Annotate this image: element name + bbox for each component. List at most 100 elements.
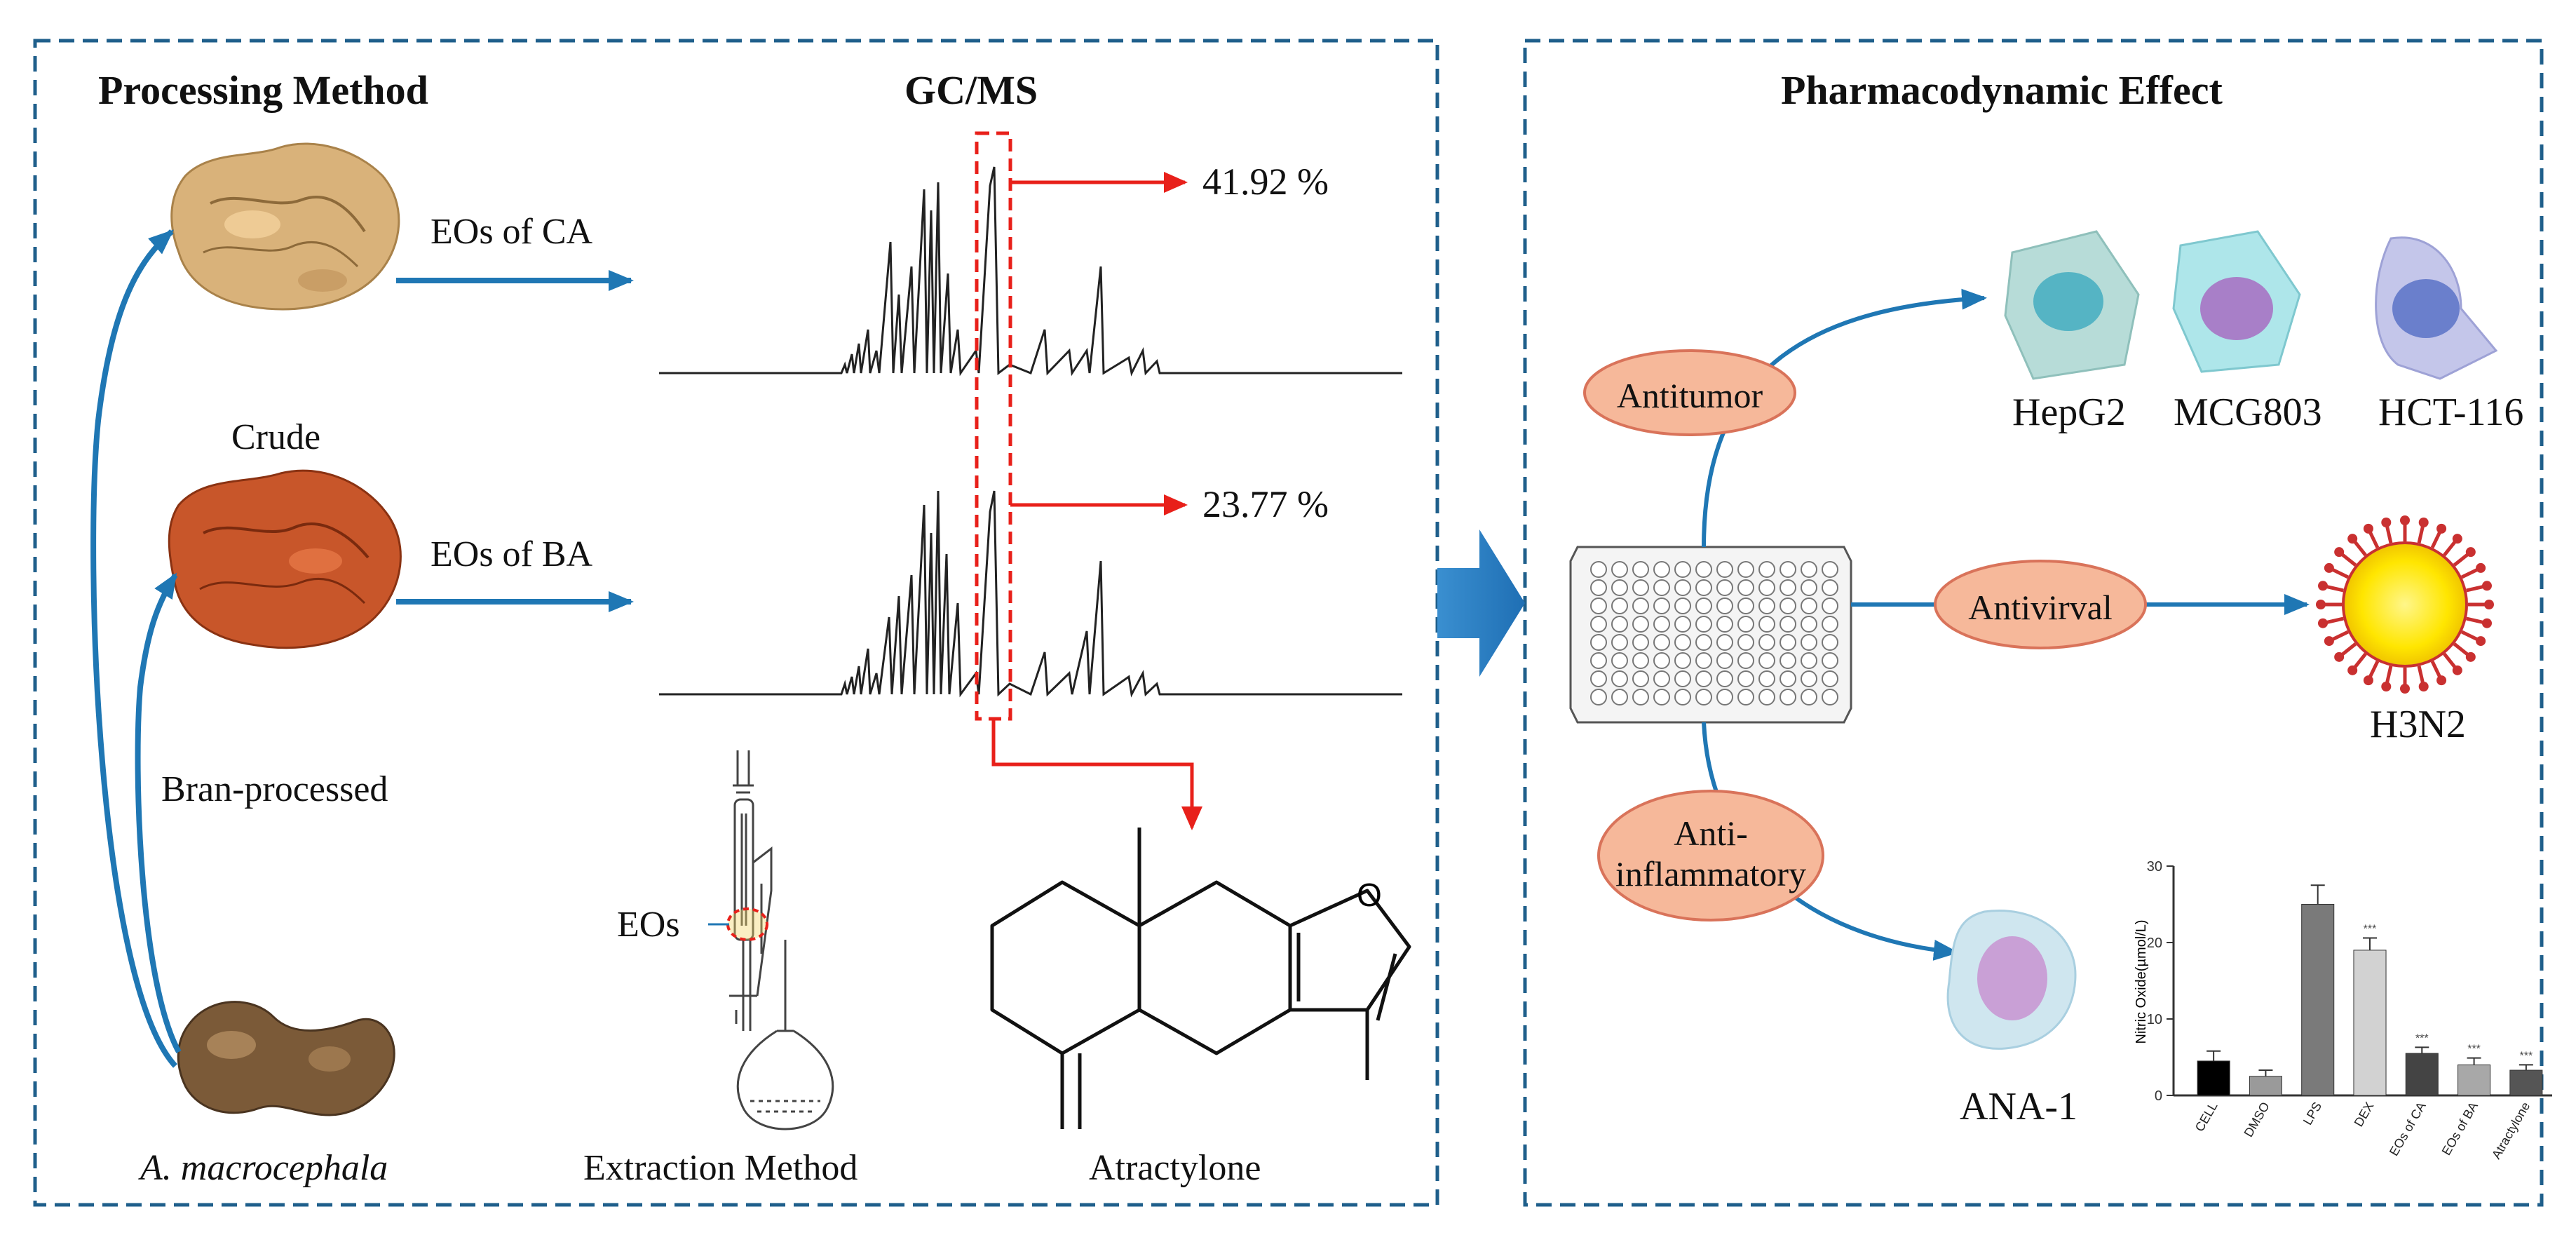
- well: [1674, 579, 1691, 596]
- bar: [2249, 1076, 2282, 1096]
- virus-h3n2: [2316, 515, 2494, 694]
- well: [1674, 616, 1691, 633]
- cell-hct116: [2375, 236, 2498, 380]
- well: [1737, 634, 1754, 651]
- label-eos: EOs: [617, 905, 680, 945]
- well: [1695, 652, 1712, 669]
- eos-collection-marker: [726, 907, 768, 941]
- virus-spike-tip: [2363, 675, 2373, 686]
- well: [1716, 689, 1733, 705]
- well: [1674, 598, 1691, 614]
- well: [1716, 561, 1733, 578]
- well: [1716, 616, 1733, 633]
- well: [1737, 689, 1754, 705]
- well: [1653, 634, 1670, 651]
- label-bran-processed: Bran-processed: [161, 769, 388, 809]
- well: [1822, 634, 1838, 651]
- x-tick-label: DMSO: [2242, 1100, 2272, 1140]
- well: [1780, 598, 1796, 614]
- well: [1737, 561, 1754, 578]
- virus-spike-tip: [2481, 581, 2492, 591]
- virus-spike-tip: [2481, 618, 2492, 628]
- y-tick-label: 20: [2147, 936, 2162, 951]
- label-species: A. macrocephala: [140, 1148, 388, 1188]
- virus-spike-tip: [2465, 547, 2476, 558]
- well: [1758, 616, 1775, 633]
- virus-spike-tip: [2436, 675, 2447, 686]
- well: [1801, 652, 1817, 669]
- well: [1822, 670, 1838, 687]
- label-antitumor: Antitumor: [1616, 376, 1763, 415]
- virus-spike-tip: [2316, 600, 2326, 609]
- curve-arrow-to-bran: [135, 572, 182, 1053]
- well: [1737, 598, 1754, 614]
- panel-title-pharmacodynamic: Pharmacodynamic Effect: [1781, 67, 2223, 113]
- well: [1695, 670, 1712, 687]
- well: [1611, 616, 1628, 633]
- well: [1653, 616, 1670, 633]
- well: [1780, 689, 1796, 705]
- well: [1801, 634, 1817, 651]
- well: [1611, 634, 1628, 651]
- well: [1611, 598, 1628, 614]
- ellipse-antitumor: [1583, 349, 1796, 436]
- label-mcg803: MCG803: [2174, 391, 2322, 434]
- chromatogram-ca: [659, 166, 1402, 377]
- right-panel-frame: [1523, 39, 2544, 1207]
- well: [1758, 561, 1775, 578]
- well: [1780, 652, 1796, 669]
- well: [1611, 579, 1628, 596]
- virus-spike-tip: [2381, 681, 2392, 691]
- well: [1780, 670, 1796, 687]
- virus-spike-tip: [2318, 618, 2328, 628]
- furan-oxygen: O: [1357, 877, 1382, 913]
- well: [1758, 634, 1775, 651]
- virus-spike-tip: [2400, 515, 2410, 525]
- well: [1822, 598, 1838, 614]
- virus-spike-tip: [2418, 681, 2429, 691]
- virus-spike-tip: [2465, 651, 2476, 662]
- label-eos-ba: EOs of BA: [431, 534, 593, 574]
- virus-spike-tip: [2400, 684, 2410, 694]
- well: [1674, 670, 1691, 687]
- label-ana1: ANA-1: [1960, 1085, 2077, 1128]
- virus-spike-tip: [2381, 518, 2392, 528]
- well: [1737, 616, 1754, 633]
- virus-spike-tip: [2484, 600, 2494, 609]
- ellipse-antiviral: [1934, 560, 2147, 649]
- well: [1716, 634, 1733, 651]
- well: [1674, 652, 1691, 669]
- well: [1674, 634, 1691, 651]
- bar: [2405, 1053, 2439, 1096]
- well: [1632, 616, 1649, 633]
- ellipse-anti-inflammatory: [1597, 790, 1824, 921]
- well: [1653, 689, 1670, 705]
- label-anti-inflammatory-1: Anti-: [1674, 813, 1748, 853]
- well: [1822, 579, 1838, 596]
- significance-label: ***: [2520, 1050, 2533, 1062]
- well: [1590, 598, 1607, 614]
- well: [1695, 689, 1712, 705]
- x-tick-label: Atractylone: [2489, 1100, 2533, 1161]
- well-plate: [1569, 546, 1852, 724]
- significance-label: ***: [2415, 1032, 2429, 1044]
- virus-spike-tip: [2476, 636, 2486, 647]
- well: [1653, 561, 1670, 578]
- well: [1716, 670, 1733, 687]
- bar: [2197, 1060, 2230, 1096]
- well: [1590, 579, 1607, 596]
- red-arrow-to-structure: [991, 719, 1202, 830]
- well: [1758, 670, 1775, 687]
- bar: [2301, 904, 2335, 1096]
- well: [1611, 689, 1628, 705]
- well: [1632, 598, 1649, 614]
- well: [1632, 689, 1649, 705]
- well: [1758, 579, 1775, 596]
- x-tick-label: LPS: [2300, 1100, 2324, 1127]
- well: [1632, 670, 1649, 687]
- x-tick-label: EOs of BA: [2439, 1100, 2481, 1158]
- well: [1822, 561, 1838, 578]
